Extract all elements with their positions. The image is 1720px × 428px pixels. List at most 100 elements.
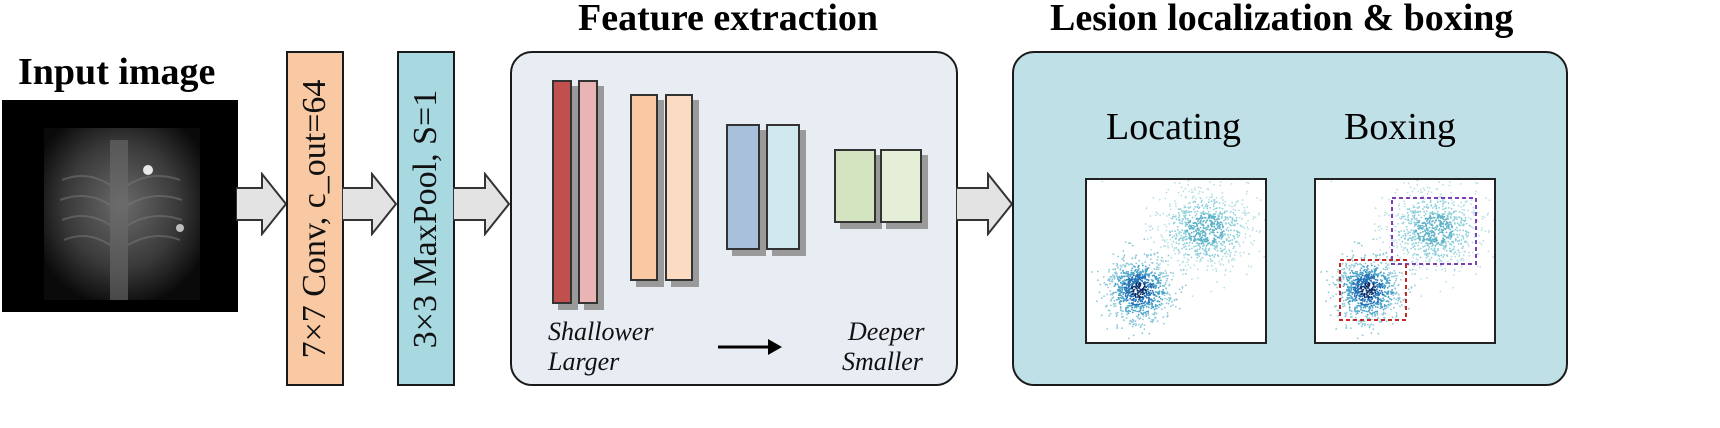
scatter-point bbox=[1370, 312, 1372, 315]
scatter-point bbox=[1449, 242, 1452, 245]
scatter-point bbox=[1448, 221, 1451, 224]
scatter-point bbox=[1371, 270, 1374, 273]
scatter-point bbox=[1209, 258, 1212, 260]
scatter-point bbox=[1145, 254, 1148, 257]
scatter-point bbox=[1472, 206, 1475, 209]
scatter-point bbox=[1360, 286, 1362, 289]
scatter-point bbox=[1125, 271, 1128, 273]
scatter-point bbox=[1381, 291, 1384, 294]
scatter-point bbox=[1410, 210, 1412, 213]
scatter-point bbox=[1394, 215, 1397, 217]
scatter-point bbox=[1147, 286, 1150, 288]
scatter-point bbox=[1256, 197, 1258, 199]
scatter-point bbox=[1472, 227, 1475, 230]
scatter-point bbox=[1213, 200, 1216, 202]
scatter-point bbox=[1346, 278, 1348, 281]
scatter-point bbox=[1183, 232, 1185, 235]
scatter-point bbox=[1191, 197, 1194, 199]
scatter-point bbox=[1425, 256, 1428, 259]
scatter-point bbox=[1370, 262, 1373, 265]
scatter-point bbox=[1186, 223, 1188, 226]
scatter-point bbox=[1208, 219, 1211, 222]
scatter-point bbox=[1350, 287, 1353, 290]
scatter-point bbox=[1412, 242, 1415, 245]
scatter-point bbox=[1202, 245, 1204, 248]
scatter-point bbox=[1349, 281, 1351, 284]
scatter-point bbox=[1126, 294, 1129, 297]
scatter-point bbox=[1407, 239, 1409, 242]
scatter-point bbox=[1433, 238, 1435, 241]
scatter-point bbox=[1351, 264, 1353, 266]
scatter-point bbox=[1203, 252, 1205, 255]
scatter-point bbox=[1177, 211, 1180, 214]
scatter-point bbox=[1385, 212, 1388, 215]
scatter-point bbox=[1218, 202, 1221, 204]
scatter-point bbox=[1150, 236, 1152, 239]
scatter-point bbox=[1359, 273, 1362, 276]
scatter-point bbox=[1443, 213, 1446, 215]
scatter-point bbox=[1187, 183, 1190, 186]
scatter-point bbox=[1412, 232, 1414, 235]
scatter-point bbox=[1386, 226, 1388, 228]
scatter-point bbox=[1169, 271, 1172, 274]
scatter-point bbox=[1451, 202, 1454, 205]
scatter-point bbox=[1453, 233, 1455, 236]
scatter-point bbox=[1201, 240, 1204, 243]
scatter-point bbox=[1341, 268, 1343, 271]
scatter-point bbox=[1403, 252, 1406, 255]
scatter-point bbox=[1178, 216, 1180, 218]
scatter-point bbox=[1435, 205, 1438, 207]
scatter-point bbox=[1189, 266, 1192, 269]
scatter-point bbox=[1447, 202, 1450, 204]
locating-scatter-plot bbox=[1085, 148, 1300, 345]
scatter-point bbox=[1167, 260, 1169, 262]
scatter-point bbox=[1223, 248, 1226, 250]
scatter-point bbox=[1178, 288, 1181, 291]
feature-map-bar bbox=[578, 80, 598, 304]
scatter-point bbox=[1204, 247, 1207, 249]
scatter-point bbox=[1426, 186, 1429, 189]
scatter-point bbox=[1460, 222, 1462, 224]
scatter-point bbox=[1142, 281, 1145, 284]
scatter-point bbox=[1132, 295, 1135, 298]
scatter-point bbox=[1366, 269, 1368, 272]
scatter-point bbox=[1192, 191, 1194, 193]
scatter-point bbox=[1447, 217, 1450, 220]
scatter-point bbox=[1143, 328, 1146, 330]
scatter-point bbox=[1185, 218, 1187, 220]
scatter-point bbox=[1348, 300, 1351, 302]
scatter-point bbox=[1200, 223, 1202, 225]
scatter-point bbox=[1386, 256, 1388, 258]
scatter-point bbox=[1175, 205, 1177, 208]
scatter-point bbox=[1163, 223, 1166, 226]
scatter-point bbox=[1244, 233, 1247, 235]
scatter-point bbox=[1124, 272, 1126, 275]
scatter-point bbox=[1118, 292, 1121, 295]
scatter-point bbox=[1137, 299, 1140, 301]
scatter-point bbox=[1114, 303, 1117, 305]
scatter-point bbox=[1349, 266, 1352, 268]
scatter-point bbox=[1432, 252, 1434, 255]
scatter-point bbox=[1129, 295, 1132, 298]
scatter-point bbox=[1373, 288, 1375, 291]
scatter-point bbox=[1372, 285, 1375, 288]
scatter-point bbox=[1106, 293, 1108, 296]
scatter-point bbox=[1348, 269, 1351, 271]
scatter-point bbox=[1355, 313, 1357, 316]
scatter-point bbox=[1371, 297, 1374, 300]
scatter-point bbox=[1225, 228, 1228, 231]
scatter-point bbox=[1363, 277, 1366, 279]
scatter-point bbox=[1125, 289, 1128, 292]
scatter-point bbox=[1144, 295, 1146, 298]
scatter-point bbox=[1157, 279, 1159, 282]
scatter-point bbox=[1190, 256, 1193, 259]
scatter-point bbox=[1436, 224, 1438, 227]
scatter-point bbox=[1398, 238, 1401, 241]
scatter-point bbox=[1169, 298, 1172, 300]
scatter-point bbox=[1351, 250, 1354, 252]
scatter-point bbox=[1456, 236, 1459, 238]
scatter-point bbox=[1119, 300, 1122, 302]
scatter-point bbox=[1348, 294, 1350, 297]
scatter-point bbox=[1168, 230, 1171, 233]
scatter-point bbox=[1351, 293, 1354, 296]
